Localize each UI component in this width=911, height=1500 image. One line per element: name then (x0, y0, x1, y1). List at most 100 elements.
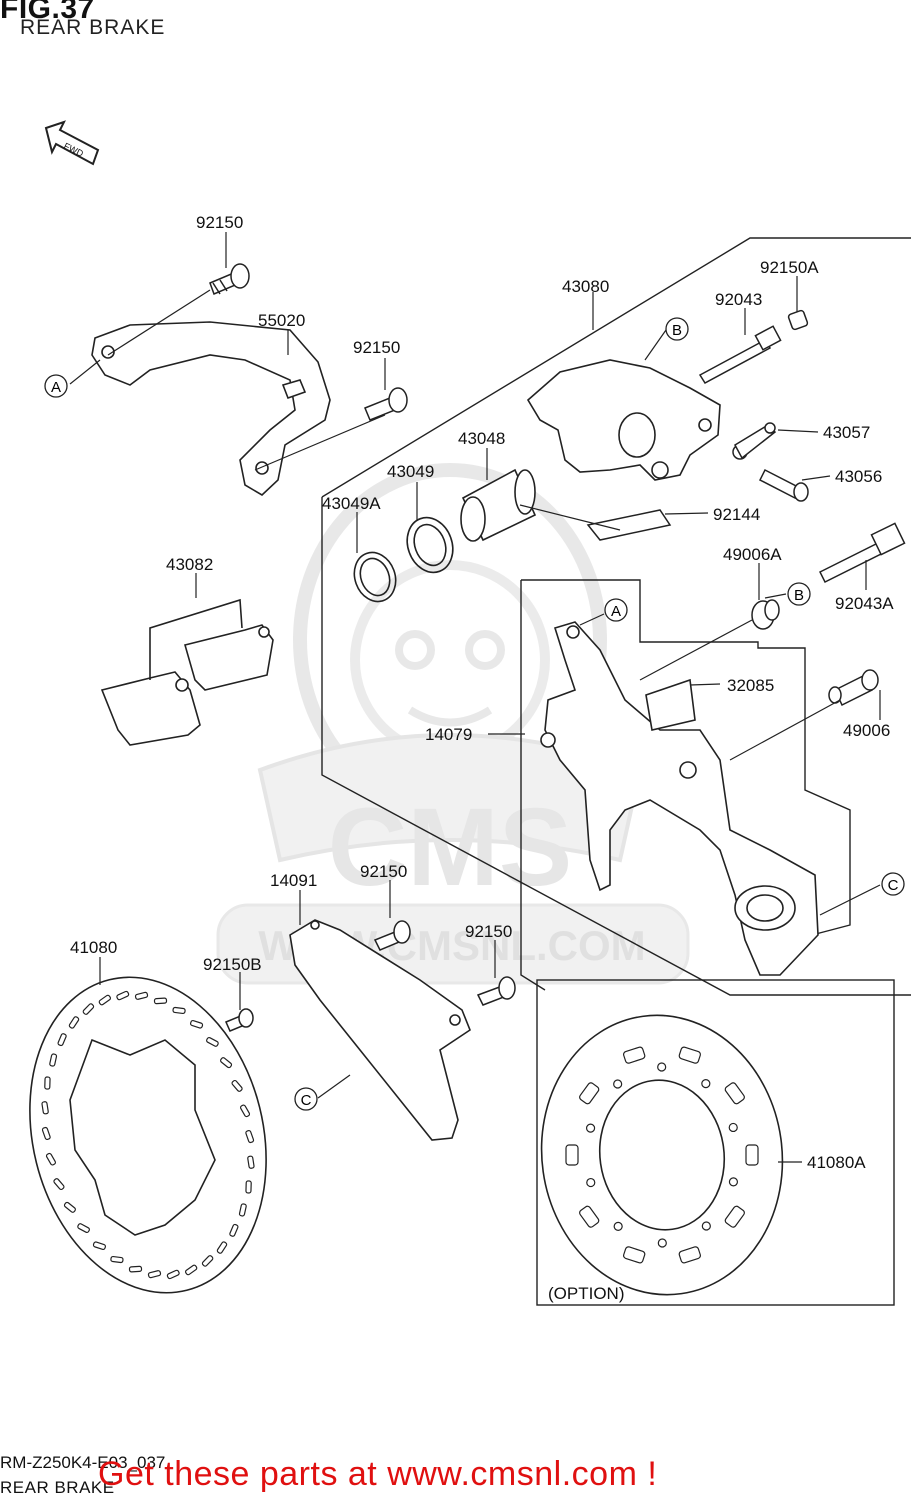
part-label-14091: 14091 (270, 871, 317, 890)
callout-letter: C (888, 877, 899, 894)
bolt-92150-lower-2 (476, 976, 516, 1006)
part-label-43048: 43048 (458, 429, 505, 448)
part-label-43056: 43056 (835, 467, 882, 486)
vent-slot (245, 1129, 255, 1144)
vent-slot (245, 1180, 252, 1194)
option-disc-hole (613, 1079, 623, 1089)
callout-B-pin: B (787, 582, 811, 606)
vent-slot (63, 1201, 76, 1213)
part-labels: 92150 55020 92150 43080 92150A 92043 430… (70, 213, 894, 1303)
part-label-43080: 43080 (562, 277, 609, 296)
figure-title: REAR BRAKE (20, 16, 166, 39)
vent-slot (229, 1223, 239, 1237)
part-label-92150: 92150 (353, 338, 400, 357)
plug-92150A (787, 309, 809, 331)
vent-slot (147, 1270, 162, 1279)
diagram-code: RM-Z250K4-E03_037 (0, 1453, 166, 1472)
part-label-43057: 43057 (823, 423, 870, 442)
callout-letter: B (672, 322, 682, 339)
option-disc-hole (657, 1062, 667, 1072)
part-label-92043A: 92043A (835, 594, 894, 613)
vent-slot (57, 1033, 67, 1047)
vent-slot (77, 1223, 90, 1234)
brake-disc-option-holes (565, 1046, 759, 1264)
caliper-bracket-14079 (540, 621, 819, 976)
brake-pads-43082 (100, 598, 274, 746)
part-label-43049A: 43049A (322, 494, 381, 513)
option-label: (OPTION) (548, 1284, 625, 1303)
vent-slot (68, 1016, 80, 1029)
brake-disc-41080 (29, 976, 267, 1294)
option-disc-hole (613, 1221, 623, 1232)
option-disc-hole (728, 1177, 739, 1187)
promo-link[interactable]: Get these parts at www.cmsnl.com ! (98, 1455, 658, 1493)
caliper-assembly-outline (321, 237, 911, 996)
option-disc-cutout (724, 1205, 745, 1228)
brake-disc-41080A (540, 1014, 784, 1296)
piston-43048 (460, 468, 537, 542)
option-disc-cutout (623, 1246, 646, 1264)
vent-slot (134, 991, 149, 1000)
part-label-92150: 92150 (196, 213, 243, 232)
option-disc-cutout (745, 1144, 759, 1166)
pin-92043 (698, 325, 782, 384)
callout-C-guard: C (294, 1087, 318, 1111)
option-disc-hole (586, 1177, 596, 1188)
vent-slot (110, 1255, 124, 1264)
vent-slot (41, 1126, 51, 1141)
option-disc-cutout (579, 1205, 600, 1228)
callout-letter: A (51, 379, 61, 396)
vent-slot (206, 1036, 219, 1047)
bolt-92150-mid (364, 387, 408, 421)
vent-slot (98, 994, 111, 1006)
vent-slot (153, 997, 168, 1005)
footer-title: REAR BRAKE (0, 1478, 115, 1497)
vent-slot (49, 1053, 58, 1067)
vent-slot (239, 1104, 251, 1118)
option-disc-cutout (565, 1144, 579, 1166)
callout-A-bracket: A (44, 374, 68, 398)
option-disc-hole (728, 1122, 738, 1133)
option-disc-cutout (623, 1046, 646, 1064)
vent-slot (231, 1079, 243, 1092)
option-disc-cutout (579, 1082, 600, 1105)
brake-pedal-bracket (91, 321, 331, 496)
part-label-41080A: 41080A (807, 1153, 866, 1172)
cap-43057 (732, 422, 777, 460)
option-disc-hole (701, 1078, 711, 1089)
pin-49006 (828, 669, 879, 707)
leader-lines (69, 232, 881, 1163)
vent-slot (238, 1203, 247, 1217)
part-label-32085: 32085 (727, 676, 774, 695)
part-label-92150A: 92150A (760, 258, 819, 277)
callout-letter: C (301, 1092, 312, 1109)
pad-spring-92144 (586, 509, 672, 541)
part-label-92043: 92043 (715, 290, 762, 309)
option-disc-hole (657, 1238, 667, 1248)
pin-92043A (818, 522, 906, 584)
vent-slot (201, 1255, 214, 1267)
vent-slot (82, 1003, 95, 1015)
part-label-92150: 92150 (465, 922, 512, 941)
vent-slot (216, 1241, 228, 1254)
option-disc-hole (701, 1221, 711, 1231)
vent-slot (116, 990, 130, 1001)
figure-number: FIG.37 (0, 0, 95, 25)
fwd-arrow-icon: FWD (44, 120, 100, 166)
vent-slot (53, 1178, 65, 1191)
bushing-49006A (751, 599, 780, 630)
bleeder-43056 (758, 468, 809, 502)
option-disc-cutout (678, 1246, 701, 1264)
callout-A-support: A (604, 598, 628, 622)
disc-guard-14091 (289, 919, 471, 1141)
part-label-55020: 55020 (258, 311, 305, 330)
vent-slot (172, 1006, 186, 1015)
seal-43049 (406, 516, 454, 574)
option-disc-cutout (724, 1082, 745, 1105)
bolt-92150B (225, 1008, 254, 1032)
seal-43049A (353, 551, 397, 603)
vent-slot (247, 1155, 255, 1169)
callout-letter: A (611, 603, 621, 620)
option-disc-hole (585, 1123, 596, 1133)
